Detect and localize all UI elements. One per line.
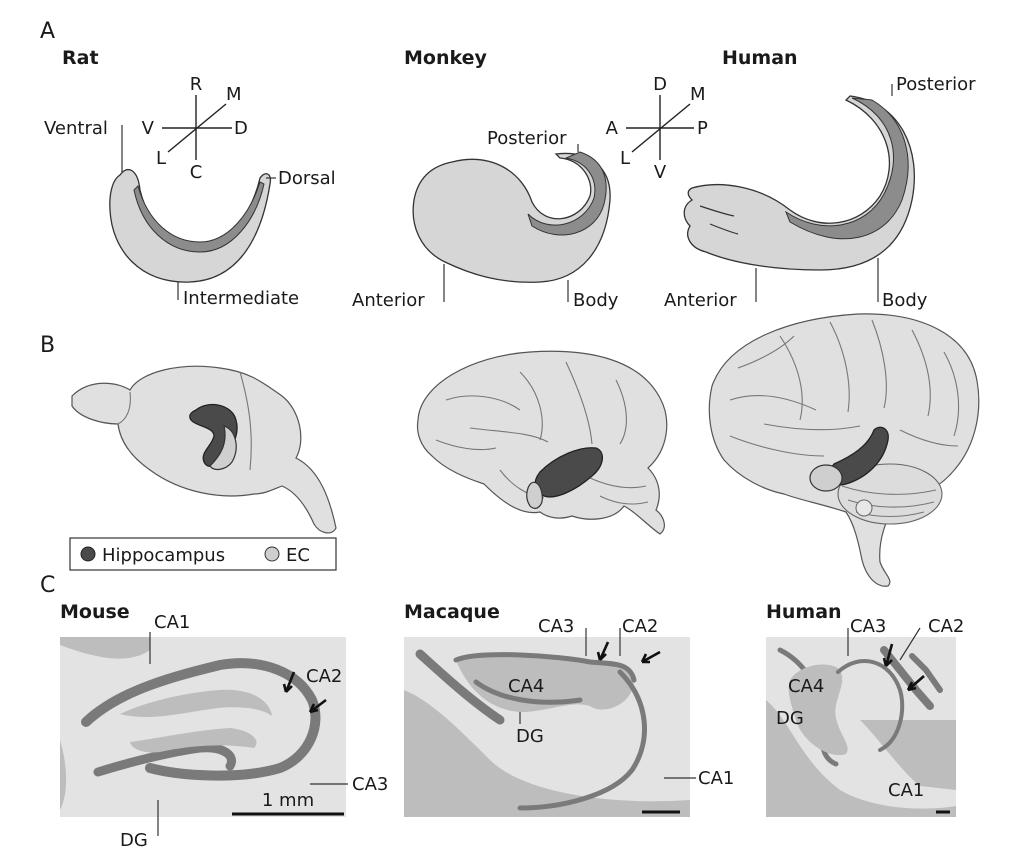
human-section-label-dg: DG: [776, 708, 804, 729]
rat-axis-c: C: [190, 162, 203, 183]
human-section-label-ca3: CA3: [850, 616, 886, 637]
human-section-title: Human: [766, 601, 842, 623]
rat-axis-v: V: [142, 118, 155, 139]
rat-axis-d: D: [234, 118, 248, 139]
rat-hippocampus-shape: [109, 168, 272, 283]
human-section-label-ca4: CA4: [788, 676, 824, 697]
human-ec-region: [809, 464, 843, 492]
panel-label-c: C: [40, 573, 55, 598]
human-hippocampus-section: Human CA3 CA2 CA4 DG CA1: [766, 601, 964, 817]
human-axis-l: L: [620, 148, 630, 169]
mouse-title: Mouse: [60, 601, 130, 623]
panel-label-a: A: [40, 19, 55, 44]
human-label-posterior: Posterior: [896, 74, 976, 95]
human-axis-p: P: [697, 118, 708, 139]
rat-brain-outline: [71, 365, 337, 534]
monkey-label-body: Body: [573, 290, 619, 311]
mouse-scale-label: 1 mm: [262, 790, 314, 811]
mouse-label-ca1: CA1: [154, 612, 190, 633]
legend-hippocampus: Hippocampus: [102, 545, 225, 566]
rat-axis-m: M: [226, 84, 242, 105]
rat-orientation-axes: R C V D M L: [142, 74, 248, 183]
hippocampus-legend-swatch: [80, 546, 96, 562]
monkey-title: Monkey: [404, 47, 487, 69]
macaque-label-ca4: CA4: [508, 676, 544, 697]
macaque-label-ca2: CA2: [622, 616, 658, 637]
macaque-label-dg: DG: [516, 726, 544, 747]
legend-ec: EC: [286, 545, 310, 566]
human-label-body: Body: [882, 290, 928, 311]
mouse-label-ca2: CA2: [306, 666, 342, 687]
rat-ec-region: [209, 425, 237, 471]
human-section-label-ca1: CA1: [888, 780, 924, 801]
human-orientation-axes: D V A P M L: [606, 74, 708, 183]
macaque-label-ca3: CA3: [538, 616, 574, 637]
monkey-hippocampus-diagram: Monkey Posterior Anterior Body: [352, 47, 619, 311]
human-brain-illustration: [708, 313, 980, 587]
monkey-label-anterior: Anterior: [352, 290, 425, 311]
legend: Hippocampus EC: [69, 537, 337, 571]
human-brain-outline: [708, 313, 980, 587]
mouse-label-dg: DG: [120, 830, 148, 851]
human-section-label-ca2: CA2: [928, 616, 964, 637]
rat-title: Rat: [62, 47, 99, 69]
human-axis-a: A: [606, 118, 619, 139]
rat-axis-r: R: [190, 74, 203, 95]
rat-label-intermediate: Intermediate: [183, 288, 299, 309]
human-axis-v: V: [654, 162, 667, 183]
ec-legend-swatch: [264, 546, 280, 562]
rat-axis-l: L: [156, 148, 166, 169]
monkey-brain-outline: [416, 350, 668, 535]
monkey-brain-illustration: [416, 350, 668, 535]
monkey-ec-region: [526, 481, 543, 509]
mouse-hippocampus-section: Mouse CA1 CA2 CA3 DG 1 mm: [60, 601, 388, 851]
human-hippocampus-shape: [683, 95, 916, 271]
macaque-hippocampus-section: Macaque CA3 CA2 CA4 DG CA1: [404, 601, 734, 817]
monkey-hippocampus-band: [527, 151, 607, 236]
rat-hippocampus-diagram: Rat R C V D M L Ventral Dorsal Intermedi…: [44, 47, 336, 309]
rat-hippocampus-band: [133, 181, 265, 253]
monkey-hippocampus-shape: [412, 152, 611, 283]
human-hippocampus-diagram: Human D V A P M L Posterior Anterior Bod…: [606, 47, 976, 311]
macaque-label-ca1: CA1: [698, 768, 734, 789]
monkey-label-posterior: Posterior: [487, 128, 567, 149]
mouse-label-ca3: CA3: [352, 774, 388, 795]
human-title: Human: [722, 47, 798, 69]
human-hippocampus-band: [784, 97, 909, 240]
rat-brain-illustration: [71, 365, 337, 534]
rat-label-ventral: Ventral: [44, 118, 108, 139]
human-axis-m: M: [690, 84, 706, 105]
human-axis-d: D: [653, 74, 667, 95]
rat-label-dorsal: Dorsal: [278, 168, 336, 189]
panel-label-b: B: [40, 333, 55, 358]
macaque-title: Macaque: [404, 601, 500, 623]
human-label-anterior: Anterior: [664, 290, 737, 311]
